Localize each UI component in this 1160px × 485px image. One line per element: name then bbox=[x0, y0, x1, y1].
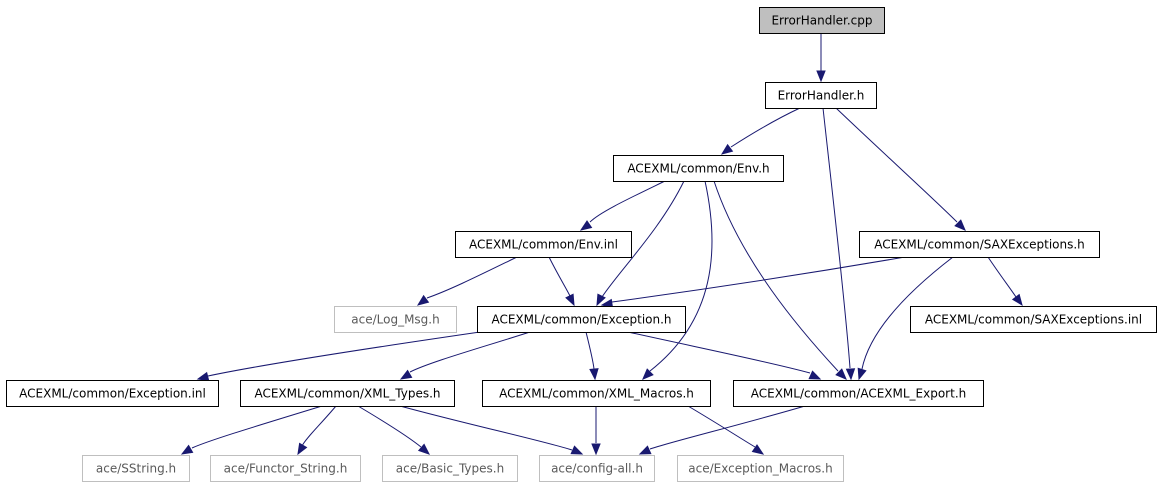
node-label: ace/Functor_String.h bbox=[224, 462, 348, 476]
edge-env_h-to-exception_h bbox=[601, 180, 685, 298]
arrowhead-errorhandler_h-to-acexml_export_h bbox=[845, 368, 856, 381]
node-label: ACEXML/common/XML_Types.h bbox=[254, 387, 440, 401]
arrowhead-xml_types_h-to-sstring_h bbox=[180, 444, 194, 455]
arrowhead-xml_macros_h-to-exception_macros_h bbox=[751, 444, 765, 455]
edge-xml_macros_h-to-exception_macros_h bbox=[687, 405, 756, 448]
node-label: ACEXML/common/Exception.h bbox=[491, 313, 671, 327]
arrowhead-xml_types_h-to-basic_types_h bbox=[417, 443, 431, 455]
node-box bbox=[733, 380, 984, 407]
node-xml_types_h[interactable]: ACEXML/common/XML_Types.h bbox=[240, 380, 455, 407]
arrowhead-exception_h-to-exception_inl bbox=[196, 371, 210, 382]
node-box bbox=[334, 306, 457, 333]
edge-saxexceptions_h-to-acexml_export_h bbox=[861, 256, 954, 370]
edge-xml_types_h-to-basic_types_h bbox=[357, 405, 422, 448]
node-label: ACEXML/common/Exception.inl bbox=[19, 387, 206, 401]
node-box bbox=[910, 306, 1157, 333]
node-exception_macros_h[interactable]: ace/Exception_Macros.h bbox=[677, 455, 844, 482]
arrowhead-xml_macros_h-to-config_all_h bbox=[591, 443, 601, 456]
node-label: ACEXML/common/SAXExceptions.inl bbox=[925, 313, 1142, 327]
node-exception_inl[interactable]: ACEXML/common/Exception.inl bbox=[6, 380, 219, 407]
node-box bbox=[859, 231, 1100, 258]
arrowhead-acexml_export_h-to-config_all_h bbox=[638, 445, 652, 455]
node-label: ACEXML/common/XML_Macros.h bbox=[499, 387, 694, 401]
node-saxexceptions_inl[interactable]: ACEXML/common/SAXExceptions.inl bbox=[910, 306, 1157, 333]
nodes-layer: ErrorHandler.cppErrorHandler.hACEXML/com… bbox=[6, 7, 1157, 482]
node-box bbox=[765, 82, 877, 109]
node-sstring_h[interactable]: ace/SString.h bbox=[82, 455, 190, 482]
arrowhead-env_h-to-env_inl bbox=[579, 220, 593, 231]
node-basic_types_h[interactable]: ace/Basic_Types.h bbox=[382, 455, 518, 482]
edge-errorhandler_h-to-env_h bbox=[730, 107, 801, 148]
node-errorhandler_cpp[interactable]: ErrorHandler.cpp bbox=[759, 7, 885, 34]
arrowhead-exception_h-to-acexml_export_h bbox=[808, 370, 822, 380]
node-box bbox=[240, 380, 455, 407]
node-box bbox=[539, 455, 655, 482]
node-label: ACEXML/common/Env.h bbox=[627, 162, 769, 176]
arrowhead-xml_types_h-to-functor_string_h bbox=[297, 442, 308, 456]
arrowhead-exception_h-to-xml_macros_h bbox=[589, 368, 599, 381]
edge-xml_types_h-to-functor_string_h bbox=[301, 405, 337, 447]
arrowhead-exception_h-to-xml_types_h bbox=[399, 369, 413, 380]
arrowhead-xml_types_h-to-config_all_h bbox=[570, 445, 584, 455]
node-label: ace/config-all.h bbox=[551, 462, 643, 476]
node-saxexceptions_h[interactable]: ACEXML/common/SAXExceptions.h bbox=[859, 231, 1100, 258]
node-label: ace/Basic_Types.h bbox=[396, 462, 504, 476]
edge-exception_h-to-exception_inl bbox=[207, 331, 481, 377]
node-label: ErrorHandler.cpp bbox=[771, 14, 872, 28]
node-box bbox=[677, 455, 844, 482]
node-box bbox=[382, 455, 518, 482]
arrowhead-env_h-to-exception_h bbox=[596, 293, 606, 307]
arrowhead-saxexceptions_h-to-acexml_export_h bbox=[857, 367, 867, 381]
edge-env_inl-to-exception_h bbox=[548, 256, 571, 297]
arrowhead-env_h-to-xml_macros_h bbox=[642, 368, 654, 380]
arrowhead-env_inl-to-log_msg_h bbox=[416, 294, 430, 306]
edge-errorhandler_h-to-saxexceptions_h bbox=[835, 107, 958, 223]
edge-xml_types_h-to-sstring_h bbox=[191, 405, 323, 449]
node-box bbox=[759, 7, 885, 34]
edge-xml_types_h-to-config_all_h bbox=[399, 405, 573, 451]
node-box bbox=[482, 380, 711, 407]
arrowhead-env_inl-to-exception_h bbox=[565, 293, 575, 307]
edge-acexml_export_h-to-config_all_h bbox=[649, 405, 806, 450]
arrowhead-env_h-to-acexml_export_h bbox=[835, 368, 847, 380]
node-box bbox=[455, 231, 632, 258]
arrowhead-saxexceptions_h-to-saxexceptions_inl bbox=[1011, 293, 1023, 307]
edge-exception_h-to-xml_types_h bbox=[409, 331, 531, 373]
edge-env_h-to-env_inl bbox=[589, 180, 666, 223]
edge-env_h-to-xml_macros_h bbox=[649, 180, 713, 372]
node-log_msg_h[interactable]: ace/Log_Msg.h bbox=[334, 306, 457, 333]
node-label: ACEXML/common/ACEXML_Export.h bbox=[751, 387, 967, 401]
node-box bbox=[613, 155, 784, 182]
node-label: ACEXML/common/SAXExceptions.h bbox=[874, 238, 1085, 252]
edge-errorhandler_h-to-acexml_export_h bbox=[822, 107, 851, 369]
node-box bbox=[477, 306, 686, 333]
node-exception_h[interactable]: ACEXML/common/Exception.h bbox=[477, 306, 686, 333]
node-functor_string_h[interactable]: ace/Functor_String.h bbox=[210, 455, 361, 482]
edge-exception_h-to-xml_macros_h bbox=[585, 331, 595, 370]
node-box bbox=[82, 455, 190, 482]
node-env_h[interactable]: ACEXML/common/Env.h bbox=[613, 155, 784, 182]
node-config_all_h[interactable]: ace/config-all.h bbox=[539, 455, 655, 482]
arrowhead-errorhandler_h-to-env_h bbox=[720, 143, 734, 155]
node-acexml_export_h[interactable]: ACEXML/common/ACEXML_Export.h bbox=[733, 380, 984, 407]
arrowhead-errorhandler_h-to-saxexceptions_h bbox=[954, 219, 966, 231]
node-label: ErrorHandler.h bbox=[778, 89, 865, 103]
node-box bbox=[6, 380, 219, 407]
node-xml_macros_h[interactable]: ACEXML/common/XML_Macros.h bbox=[482, 380, 711, 407]
node-label: ACEXML/common/Env.inl bbox=[469, 238, 618, 252]
node-box bbox=[210, 455, 361, 482]
arrowhead-errorhandler_cpp-to-errorhandler_h bbox=[816, 70, 826, 83]
node-label: ace/Exception_Macros.h bbox=[688, 462, 832, 476]
node-label: ace/SString.h bbox=[96, 462, 176, 476]
edge-saxexceptions_h-to-exception_h bbox=[611, 256, 906, 303]
edges-layer bbox=[180, 33, 1023, 456]
edge-saxexceptions_h-to-saxexceptions_inl bbox=[987, 256, 1017, 298]
edge-env_inl-to-log_msg_h bbox=[426, 256, 518, 299]
edge-env_h-to-acexml_export_h bbox=[713, 180, 839, 372]
node-env_inl[interactable]: ACEXML/common/Env.inl bbox=[455, 231, 632, 258]
edge-exception_h-to-acexml_export_h bbox=[627, 331, 811, 374]
node-label: ace/Log_Msg.h bbox=[351, 313, 439, 327]
node-errorhandler_h[interactable]: ErrorHandler.h bbox=[765, 82, 877, 109]
